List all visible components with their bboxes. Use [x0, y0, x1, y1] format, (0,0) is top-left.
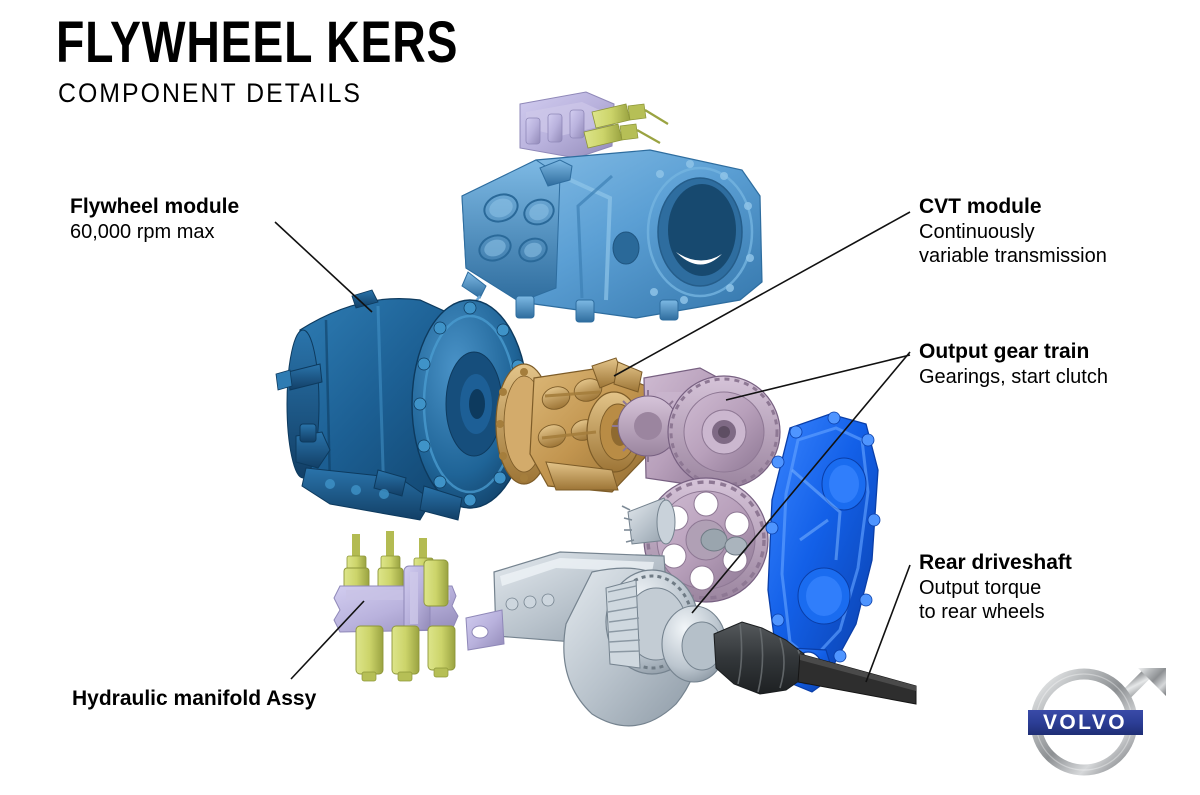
callout-title: Hydraulic manifold Assy [72, 687, 317, 710]
callout-cvt-module: CVT module Continuously variable transmi… [919, 194, 1107, 269]
hydraulic-solenoid-valves-lower [355, 625, 456, 682]
callout-title: Flywheel module [70, 195, 240, 218]
volvo-wordmark-band: VOLVO [1028, 710, 1143, 735]
part-rear-driveshaft-boot [713, 621, 807, 695]
callout-subtitle-line: Output torque [919, 576, 1042, 599]
page-title: FLYWHEEL KERS [56, 10, 459, 75]
bevel-pinion [621, 497, 676, 545]
callout-output-gear-train: Output gear train Gearings, start clutch [919, 339, 1108, 389]
part-flywheel-module-housing [275, 289, 529, 521]
callout-subtitle-line: to rear wheels [919, 601, 1045, 624]
callout-title: Output gear train [919, 340, 1090, 363]
callout-flywheel-module: Flywheel module 60,000 rpm max [70, 194, 239, 244]
volvo-logo: VOLVO [1028, 668, 1166, 776]
part-rear-driveshaft-bar [797, 653, 917, 705]
part-hydraulic-manifold [333, 531, 459, 682]
part-differential-assembly [465, 551, 917, 727]
callout-hydraulic-manifold: Hydraulic manifold Assy [72, 686, 316, 712]
callout-title: Rear driveshaft [919, 551, 1072, 574]
callout-title: CVT module [919, 195, 1042, 218]
part-upper-valve-block [519, 91, 669, 159]
volvo-wordmark-text: VOLVO [1043, 711, 1127, 734]
callout-subtitle-line: Continuously [919, 220, 1035, 243]
callout-subtitle-line: 60,000 rpm max [70, 220, 215, 243]
callout-rear-driveshaft: Rear driveshaft Output torque to rear wh… [919, 550, 1072, 625]
gear-small-left [612, 390, 684, 462]
callout-subtitle-line: variable transmission [919, 245, 1107, 268]
page-subtitle: COMPONENT DETAILS [58, 78, 363, 108]
part-cvt-module-housing [461, 149, 763, 323]
gear-output-main [667, 375, 781, 489]
callout-subtitle-line: Gearings, start clutch [919, 365, 1108, 388]
